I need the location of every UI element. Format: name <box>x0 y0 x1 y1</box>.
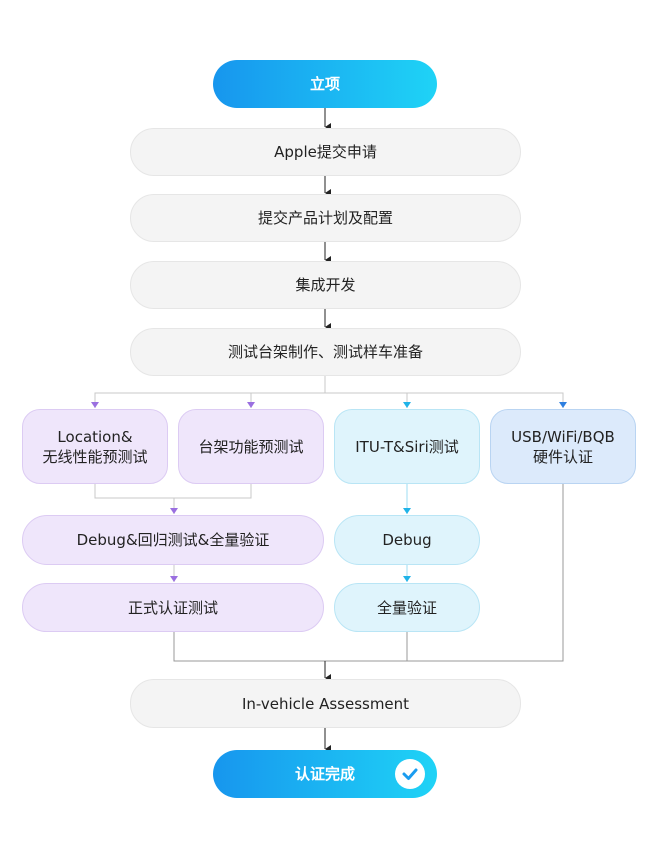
location-label-1: Location& <box>57 427 133 446</box>
formal-label: 正式认证测试 <box>127 598 218 617</box>
debug-regress-node: Debug&回归测试&全量验证 <box>22 515 324 565</box>
start-label: 立项 <box>309 75 340 93</box>
debug-label: Debug <box>382 531 432 549</box>
location-label-2: 无线性能预测试 <box>42 447 148 466</box>
usb-label-1: USB/WiFi/BQB <box>511 427 615 446</box>
debug-regress-label: Debug&回归测试&全量验证 <box>76 531 270 549</box>
location-node: Location&无线性能预测试 <box>22 409 168 484</box>
apple-submit-node: Apple提交申请 <box>130 128 521 176</box>
check-icon <box>395 759 425 789</box>
dev-label: 集成开发 <box>295 276 356 294</box>
full-verify-node: 全量验证 <box>334 583 480 632</box>
itu-node: ITU-T&Siri测试 <box>334 409 480 484</box>
plan-node: 提交产品计划及配置 <box>130 194 521 242</box>
bench-label: 台架功能预测试 <box>198 437 304 456</box>
invehicle-node: In-vehicle Assessment <box>130 679 521 728</box>
prep-label: 测试台架制作、测试样车准备 <box>227 343 423 361</box>
dev-node: 集成开发 <box>130 261 521 309</box>
done-label: 认证完成 <box>294 765 355 783</box>
bench-node: 台架功能预测试 <box>178 409 324 484</box>
debug-node: Debug <box>334 515 480 565</box>
invehicle-label: In-vehicle Assessment <box>241 694 410 713</box>
done-node: 认证完成 <box>213 750 437 798</box>
usb-label-2: 硬件认证 <box>532 447 593 466</box>
full-verify-label: 全量验证 <box>376 598 437 617</box>
start-node: 立项 <box>213 60 437 108</box>
plan-label: 提交产品计划及配置 <box>257 209 393 227</box>
apple-submit-label: Apple提交申请 <box>274 143 377 161</box>
itu-label: ITU-T&Siri测试 <box>355 437 459 456</box>
prep-node: 测试台架制作、测试样车准备 <box>130 328 521 376</box>
formal-node: 正式认证测试 <box>22 583 324 632</box>
